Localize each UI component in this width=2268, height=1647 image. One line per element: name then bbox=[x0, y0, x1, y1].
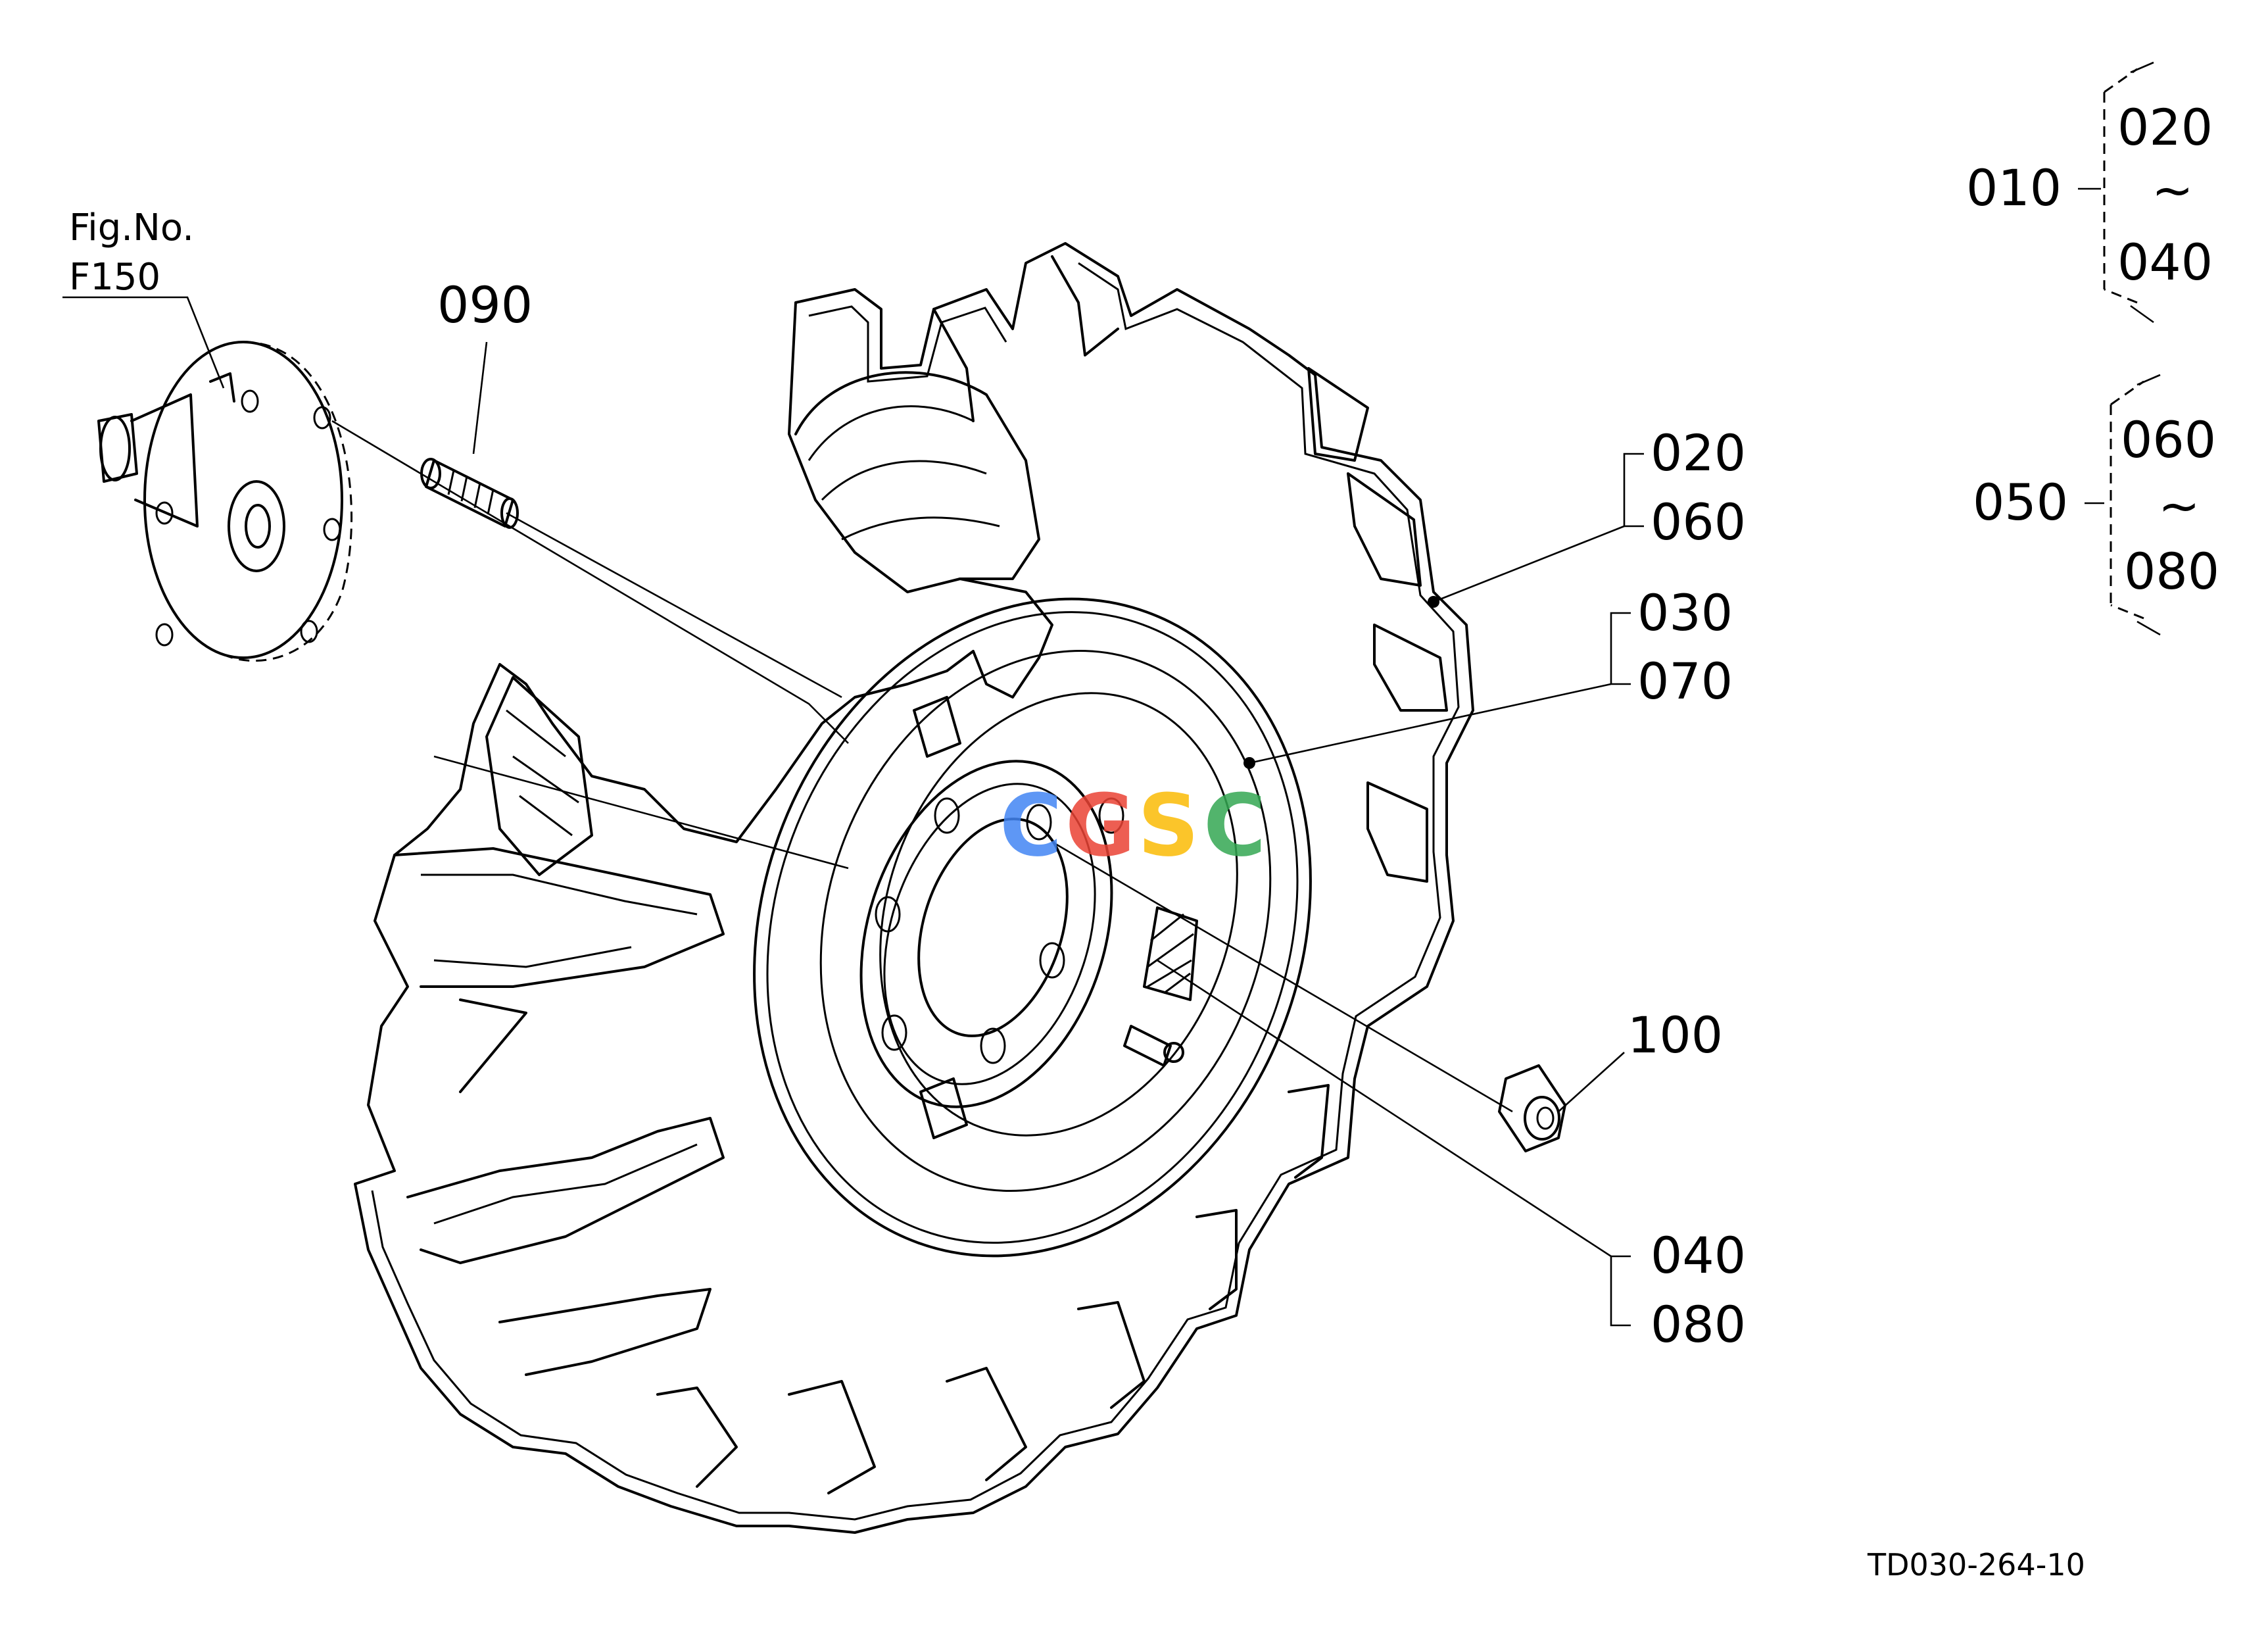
fig-number-label: F150 bbox=[69, 256, 160, 299]
watermark-logo: C G S C bbox=[1000, 775, 1266, 875]
group-010-to: 040 bbox=[2117, 233, 2213, 291]
group-010-tilde: ~ bbox=[2152, 160, 2194, 219]
assembly-group-010 bbox=[2078, 61, 2154, 324]
watermark-letter-2: G bbox=[1065, 775, 1136, 875]
callout-040: 040 bbox=[1651, 1226, 1746, 1285]
wheel-stud-090 bbox=[420, 458, 519, 529]
watermark-letter-1: C bbox=[1000, 775, 1062, 875]
callout-080: 080 bbox=[1651, 1295, 1746, 1354]
assembly-group-050 bbox=[2085, 374, 2161, 636]
wheel-rim-disc bbox=[753, 596, 1439, 1258]
drawing-code: TD030-264-10 bbox=[1867, 1547, 2085, 1583]
lug-tire bbox=[354, 242, 1474, 1534]
callout-070: 070 bbox=[1637, 652, 1733, 710]
hex-nut-100 bbox=[1498, 1064, 1566, 1152]
fig-no-label: Fig.No. bbox=[69, 207, 194, 249]
callout-090: 090 bbox=[437, 276, 533, 334]
watermark-letter-4: C bbox=[1203, 775, 1266, 875]
group-050-parent: 050 bbox=[1973, 473, 2068, 531]
callout-020: 020 bbox=[1651, 424, 1746, 482]
group-010-from: 020 bbox=[2117, 98, 2213, 157]
callout-100: 100 bbox=[1628, 1006, 1723, 1064]
group-050-tilde: ~ bbox=[2158, 476, 2200, 535]
group-050-from: 060 bbox=[2121, 410, 2216, 469]
group-050-to: 080 bbox=[2124, 542, 2219, 601]
wheel-hub-flange bbox=[97, 341, 353, 662]
callout-060: 060 bbox=[1651, 493, 1746, 551]
group-010-parent: 010 bbox=[1966, 159, 2062, 217]
callout-030: 030 bbox=[1637, 583, 1733, 642]
leader-lines bbox=[62, 296, 1644, 1327]
watermark-letter-3: S bbox=[1138, 775, 1199, 875]
